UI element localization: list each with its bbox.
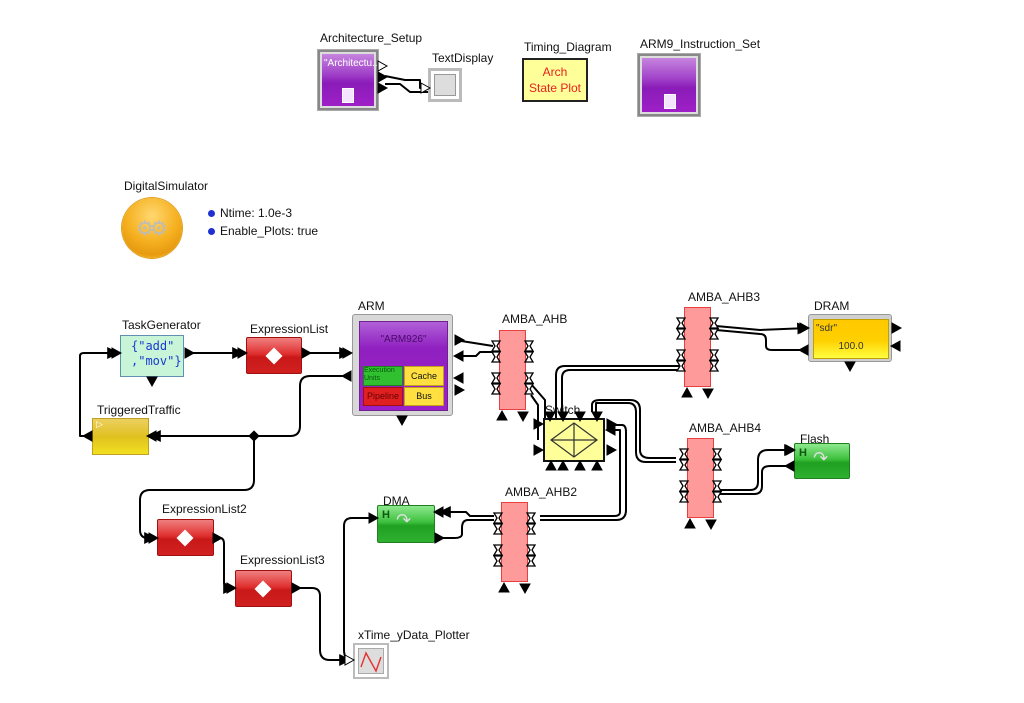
gears-icon: ⚙⚙: [136, 218, 168, 240]
triggered-traffic-label: TriggeredTraffic: [97, 403, 181, 417]
junction-node: [248, 430, 260, 442]
dma-label: DMA: [383, 494, 410, 508]
amba-ahb2-block[interactable]: [501, 502, 528, 582]
dram-label: DRAM: [814, 299, 850, 313]
param-ntime-text: Ntime: 1.0e-3: [220, 206, 293, 220]
arm9-instruction-set-label: ARM9_Instruction_Set: [640, 37, 761, 51]
task-generator-line2: ,"mov"}: [131, 354, 182, 368]
switch-label: Switch: [545, 403, 581, 417]
document-icon: [664, 94, 676, 109]
text-display-label: TextDisplay: [432, 51, 494, 65]
wire: [293, 587, 352, 666]
flash-glyph: H: [799, 447, 807, 459]
task-generator-block[interactable]: {"add" ,"mov"}: [120, 335, 184, 377]
expression-list2-block[interactable]: [157, 519, 214, 556]
dram-type: "sdr": [816, 323, 837, 334]
plotter-block[interactable]: [353, 643, 389, 679]
switch-crossbar-icon: [549, 422, 599, 458]
expression-list3-label: ExpressionList3: [240, 553, 325, 567]
flash-block[interactable]: H ↷: [794, 443, 850, 479]
digital-simulator-label: DigitalSimulator: [124, 179, 209, 193]
wire: [591, 399, 676, 459]
dram-value: 100.0: [838, 341, 864, 352]
text-display-block[interactable]: [428, 68, 462, 102]
amba-ahb4-label: AMBA_AHB4: [689, 421, 762, 435]
task-generator-line1: {"add": [131, 339, 175, 353]
param-ntime[interactable]: Ntime: 1.0e-3: [208, 206, 292, 220]
timing-diagram-line1: Arch: [542, 65, 568, 79]
arm-block[interactable]: "ARM926" Execution Units Cache Pipeline …: [352, 314, 453, 416]
param-enable-plots[interactable]: Enable_Plots: true: [208, 224, 318, 238]
dram-block[interactable]: "sdr" 100.0: [808, 314, 892, 362]
wire: [440, 519, 494, 539]
switch-block[interactable]: [543, 418, 605, 462]
arm-cache[interactable]: Cache: [404, 366, 444, 386]
wire: [715, 329, 808, 351]
triggered-traffic-block[interactable]: ▷: [92, 418, 149, 455]
wire: [455, 351, 493, 357]
param-bullet-icon: [208, 210, 215, 218]
wire: [148, 375, 350, 442]
trigger-icon: ▷: [96, 419, 103, 429]
wire: [540, 429, 621, 517]
dma-block[interactable]: H ↷: [377, 505, 435, 543]
wire: [385, 83, 428, 93]
digital-simulator-block[interactable]: ⚙⚙: [122, 198, 182, 258]
wire: [555, 365, 680, 420]
wire: [716, 444, 797, 491]
expression-list-block[interactable]: [246, 337, 302, 374]
arm-core: "ARM926" Execution Units Cache Pipeline …: [359, 321, 448, 411]
wire: [595, 402, 676, 463]
arm-label: ARM: [358, 299, 385, 313]
plotter-label: xTime_yData_Plotter: [358, 628, 470, 642]
timing-diagram-label: Timing_Diagram: [524, 40, 612, 54]
wire: [540, 424, 627, 521]
wire: [438, 506, 494, 518]
diamond-icon: [254, 580, 272, 598]
amba-ahb-label: AMBA_AHB: [502, 312, 568, 326]
architecture-setup-block[interactable]: "Architectu...: [318, 50, 381, 110]
arm-pipeline[interactable]: Pipeline: [363, 387, 403, 406]
wire: [716, 465, 795, 495]
diamond-icon: [265, 347, 283, 365]
wire: [530, 394, 539, 440]
task-generator-label: TaskGenerator: [122, 318, 201, 332]
param-bullet-icon: [208, 228, 215, 236]
curved-arrow-icon: ↷: [813, 448, 829, 468]
waveform-icon: [360, 651, 382, 673]
param-enable-plots-text: Enable_Plots: true: [220, 224, 319, 238]
diamond-icon: [176, 529, 194, 547]
amba-ahb4-block[interactable]: [687, 438, 714, 518]
wire: [79, 347, 120, 437]
arm-bus[interactable]: Bus: [404, 387, 444, 406]
arm-title: "ARM926": [380, 334, 427, 345]
architecture-setup-text: "Architectu...: [324, 58, 381, 69]
wire: [214, 537, 236, 594]
arm9-instruction-set-block[interactable]: [638, 54, 700, 116]
wire: [715, 322, 810, 335]
amba-ahb3-label: AMBA_AHB3: [688, 290, 761, 304]
arm-execution-units[interactable]: Execution Units: [363, 366, 403, 386]
amba-ahb2-label: AMBA_AHB2: [505, 485, 578, 499]
dma-glyph: H: [382, 509, 390, 521]
flash-label: Flash: [800, 432, 830, 446]
curved-arrow-icon: ↷: [396, 510, 412, 530]
timing-diagram-line2: State Plot: [528, 81, 582, 95]
expression-list2-label: ExpressionList2: [162, 502, 247, 516]
amba-ahb3-block[interactable]: [684, 307, 711, 387]
amba-ahb-block[interactable]: [499, 330, 526, 410]
document-icon: [342, 88, 354, 103]
architecture-setup-label: Architecture_Setup: [320, 31, 423, 45]
wire: [454, 339, 494, 347]
expression-list-label: ExpressionList: [250, 322, 329, 336]
wire: [139, 436, 255, 544]
wire: [561, 369, 680, 420]
wire: [384, 75, 428, 89]
timing-diagram-block[interactable]: Arch State Plot: [522, 58, 588, 102]
expression-list3-block[interactable]: [235, 570, 292, 607]
